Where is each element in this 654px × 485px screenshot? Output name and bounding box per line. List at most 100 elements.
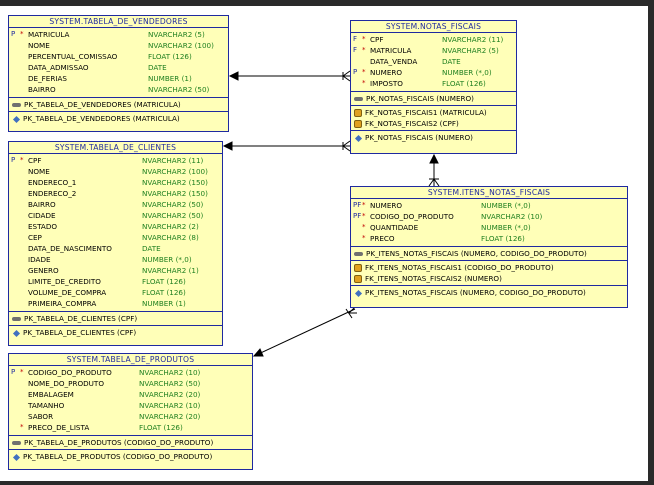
column-name: PERCENTUAL_COMISSAO [28, 52, 118, 61]
constraint-label: FK_ITENS_NOTAS_FISCAIS1 (CODIGO_DO_PRODU… [365, 263, 554, 272]
column-type: NVARCHAR2 (20) [139, 412, 201, 421]
column-name: DATA_ADMISSAO [28, 63, 89, 72]
foreign-key-icon [354, 109, 362, 117]
column-row[interactable]: EMBALAGEM NVARCHAR2 (20) [9, 389, 252, 400]
indexes-section: PK_TABELA_DE_PRODUTOS (CODIGO_DO_PRODUTO… [9, 449, 252, 463]
column-type: NVARCHAR2 (100) [142, 167, 208, 176]
column-type: NVARCHAR2 (50) [142, 200, 204, 209]
key-marker: PF [353, 201, 362, 209]
crowfoot-notas-clientes-b [342, 145, 351, 152]
column-row[interactable]: DATA_ADMISSAO DATE [9, 62, 228, 73]
indexe-entry[interactable]: PK_NOTAS_FISCAIS (NUMERO) [351, 132, 516, 143]
column-row[interactable]: NOME NVARCHAR2 (100) [9, 166, 222, 177]
column-row[interactable]: SABOR NVARCHAR2 (20) [9, 411, 252, 422]
column-type: FLOAT (126) [148, 52, 192, 61]
column-type: DATE [442, 57, 461, 66]
column-type: NVARCHAR2 (10) [139, 401, 201, 410]
constraint-label: FK_NOTAS_FISCAIS2 (CPF) [365, 119, 459, 128]
column-type: FLOAT (126) [139, 423, 183, 432]
key-entry[interactable]: PK_TABELA_DE_VENDEDORES (MATRICULA) [9, 99, 228, 110]
table-title: SYSTEM.TABELA_DE_PRODUTOS [9, 354, 252, 366]
column-name: NOME [28, 167, 50, 176]
column-name: ENDERECO_1 [28, 178, 77, 187]
column-name: EMBALAGEM [28, 390, 74, 399]
constraint-label: PK_NOTAS_FISCAIS (NUMERO) [366, 94, 474, 103]
column-name: CIDADE [28, 211, 56, 220]
required-marker: * [20, 156, 24, 164]
required-marker: * [20, 423, 24, 431]
fk-entry[interactable]: FK_NOTAS_FISCAIS1 (MATRICULA) [351, 107, 516, 118]
table-produtos[interactable]: SYSTEM.TABELA_DE_PRODUTOS P*CODIGO_DO_PR… [8, 353, 253, 470]
keys-section: PK_ITENS_NOTAS_FISCAIS (NUMERO, CODIGO_D… [351, 246, 627, 260]
indexe-entry[interactable]: PK_TABELA_DE_PRODUTOS (CODIGO_DO_PRODUTO… [9, 451, 252, 462]
column-name: QUANTIDADE [370, 223, 419, 232]
constraint-label: PK_TABELA_DE_VENDEDORES (MATRICULA) [23, 114, 180, 123]
foreign-key-icon [354, 275, 362, 283]
column-row[interactable]: BAIRRO NVARCHAR2 (50) [9, 199, 222, 210]
indexe-entry[interactable]: PK_TABELA_DE_CLIENTES (CPF) [9, 327, 222, 338]
column-row[interactable]: PRIMEIRA_COMPRA NUMBER (1) [9, 298, 222, 309]
fk-entry[interactable]: FK_ITENS_NOTAS_FISCAIS1 (CODIGO_DO_PRODU… [351, 262, 627, 273]
column-type: DATE [148, 63, 167, 72]
column-row[interactable]: PERCENTUAL_COMISSAO FLOAT (126) [9, 51, 228, 62]
fk-entry[interactable]: FK_NOTAS_FISCAIS2 (CPF) [351, 118, 516, 129]
column-type: NVARCHAR2 (50) [139, 379, 201, 388]
column-type: NUMBER (1) [142, 299, 186, 308]
column-name: DE_FERIAS [28, 74, 67, 83]
column-name: BAIRRO [28, 200, 56, 209]
frame-bottom [0, 481, 654, 485]
fk-entry[interactable]: FK_ITENS_NOTAS_FISCAIS2 (NUMERO) [351, 273, 627, 284]
column-name: NOME [28, 41, 50, 50]
link-itens-produtos [253, 308, 356, 357]
column-type: NVARCHAR2 (10) [481, 212, 543, 221]
primary-key-icon [354, 97, 363, 101]
indexe-entry[interactable]: PK_TABELA_DE_VENDEDORES (MATRICULA) [9, 113, 228, 124]
constraint-label: PK_TABELA_DE_VENDEDORES (MATRICULA) [24, 100, 181, 109]
column-name: PRECO [370, 234, 395, 243]
column-name: PRIMEIRA_COMPRA [28, 299, 97, 308]
key-entry[interactable]: PK_NOTAS_FISCAIS (NUMERO) [351, 93, 516, 104]
key-entry[interactable]: PK_TABELA_DE_PRODUTOS (CODIGO_DO_PRODUTO… [9, 437, 252, 448]
column-type: NVARCHAR2 (20) [139, 390, 201, 399]
table-title: SYSTEM.TABELA_DE_VENDEDORES [9, 16, 228, 28]
column-name: CPF [370, 35, 384, 44]
constraint-label: PK_NOTAS_FISCAIS (NUMERO) [365, 133, 473, 142]
key-entry[interactable]: PK_ITENS_NOTAS_FISCAIS (NUMERO, CODIGO_D… [351, 248, 627, 259]
indexe-entry[interactable]: PK_ITENS_NOTAS_FISCAIS (NUMERO, CODIGO_D… [351, 287, 627, 298]
column-name: SABOR [28, 412, 54, 421]
index-icon [354, 134, 363, 142]
key-entry[interactable]: PK_TABELA_DE_CLIENTES (CPF) [9, 313, 222, 324]
